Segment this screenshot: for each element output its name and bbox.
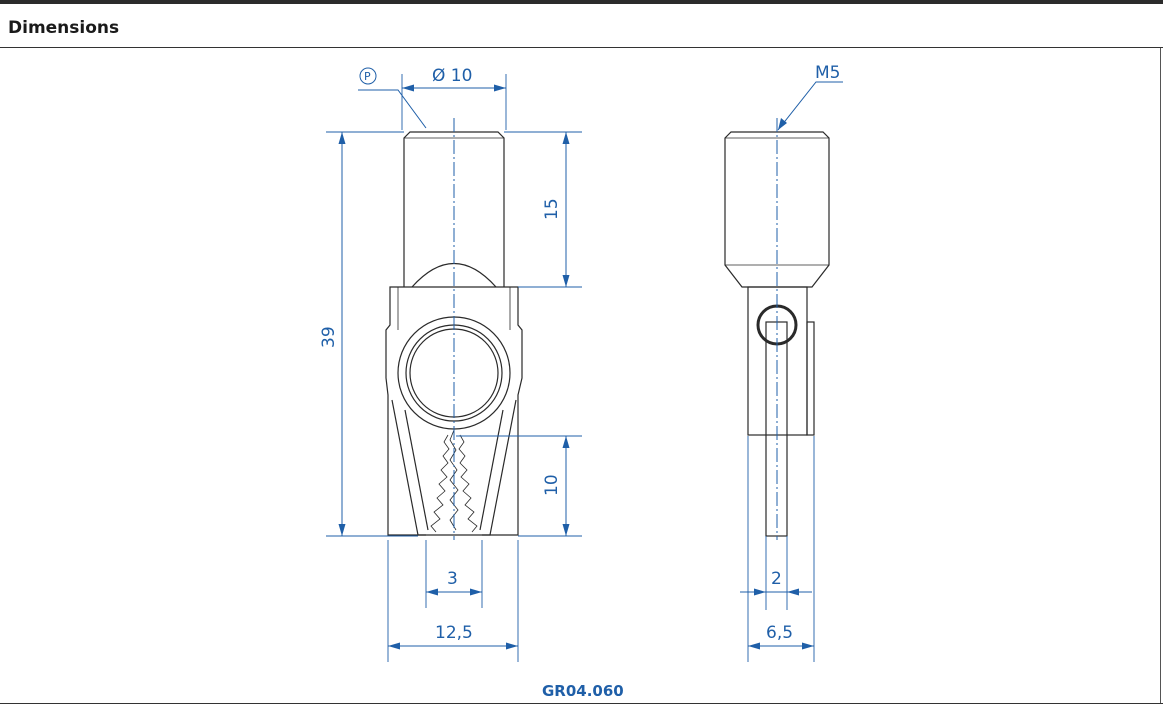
w125-arrow-right — [506, 642, 518, 650]
side-dimensions: M5 2 6,5 — [740, 63, 843, 662]
front-jaw-left-inner — [404, 409, 429, 531]
front-body — [385, 286, 523, 536]
dim-side-width: 6,5 — [766, 623, 793, 643]
front-dimensions: Ø 10 P 39 15 10 3 — [319, 66, 582, 662]
side-view — [724, 118, 830, 610]
m5-arrow — [778, 118, 787, 130]
front-jaw-left-outer — [391, 399, 426, 536]
w2-arrow-left — [754, 588, 766, 596]
p-leader-line — [358, 89, 427, 129]
dim-height-jaw: 10 — [542, 474, 562, 496]
side-body-flange — [806, 321, 815, 436]
dim-jaw-gap: 3 — [447, 569, 458, 589]
section-title: Dimensions — [8, 18, 120, 38]
section-header: Dimensions — [0, 4, 1163, 48]
front-jaw-serration-left — [430, 434, 450, 533]
front-view — [385, 118, 523, 540]
dia-arrow-right — [494, 84, 506, 92]
h39-arrow-bottom — [338, 524, 346, 536]
h15-arrow-bottom — [562, 275, 570, 287]
dim-height-shank: 15 — [542, 198, 562, 220]
w3-arrow-right — [470, 588, 482, 596]
p-symbol-circle — [359, 67, 377, 85]
dim-diameter: Ø 10 — [432, 66, 472, 86]
w2-arrow-right — [787, 588, 799, 596]
dim-side-gap: 2 — [771, 569, 782, 589]
part-code: GR04.060 — [542, 682, 624, 700]
w3-arrow-left — [426, 588, 438, 596]
dim-thread: M5 — [815, 63, 840, 83]
front-jaw-right-inner — [479, 409, 504, 531]
front-jaw-serration-right — [458, 434, 478, 533]
m5-leader-line — [777, 81, 843, 131]
h10-arrow-top — [562, 436, 570, 448]
dim-height-total: 39 — [319, 326, 339, 348]
w65-arrow-right — [802, 642, 814, 650]
frame-right-border — [1160, 48, 1161, 703]
front-jaw-serration-center — [449, 429, 459, 531]
top-rule — [0, 0, 1163, 4]
w65-arrow-left — [748, 642, 760, 650]
front-jaw-right-outer — [482, 399, 517, 536]
h39-arrow-top — [338, 132, 346, 144]
h15-arrow-top — [562, 132, 570, 144]
w125-arrow-left — [388, 642, 400, 650]
dia-arrow-left — [402, 84, 414, 92]
frame-bottom-border — [0, 703, 1163, 704]
p-symbol: P — [364, 70, 371, 83]
h10-arrow-bottom — [562, 524, 570, 536]
dim-width: 12,5 — [435, 623, 473, 643]
